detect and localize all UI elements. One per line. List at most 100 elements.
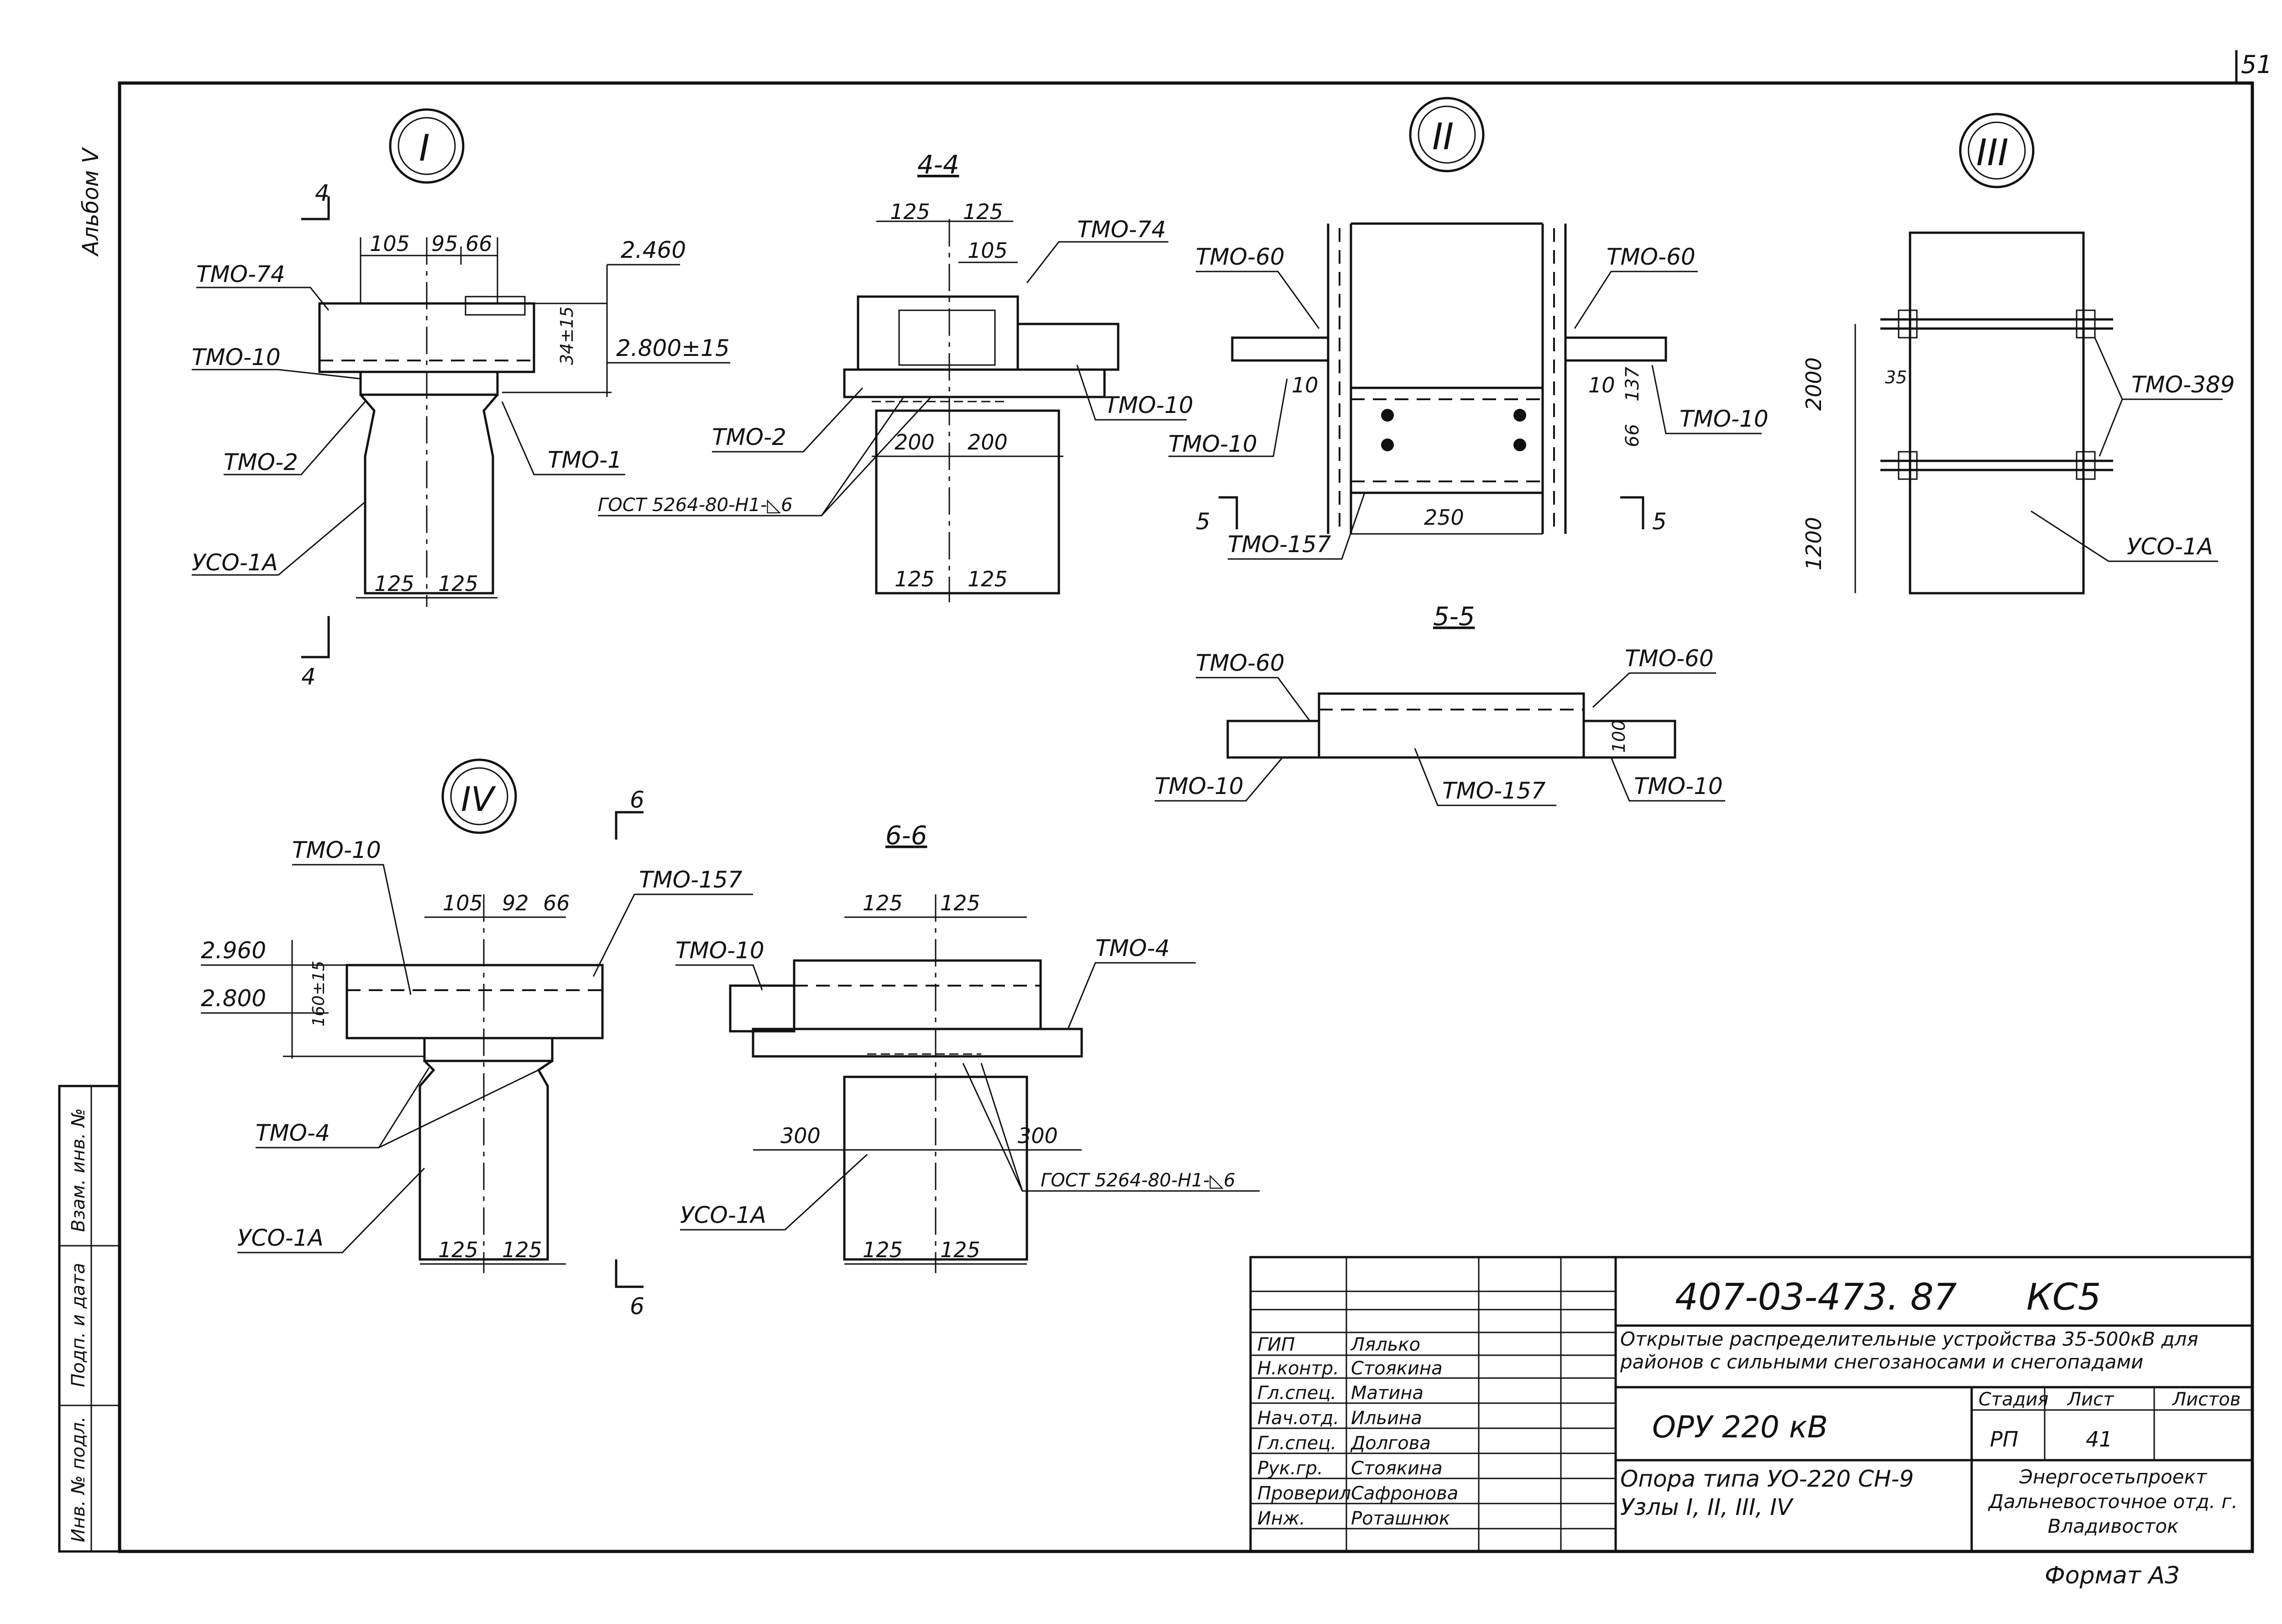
svg-text:Рук.гр.: Рук.гр. xyxy=(1257,1458,1323,1479)
svg-text:125: 125 xyxy=(374,571,414,596)
svg-text:1200: 1200 xyxy=(1801,517,1826,570)
svg-text:2000: 2000 xyxy=(1801,357,1826,411)
svg-text:125: 125 xyxy=(890,199,930,224)
svg-text:ТМО-2: ТМО-2 xyxy=(224,449,298,475)
svg-text:ТМО-10: ТМО-10 xyxy=(1168,431,1257,457)
section-6-6-plate xyxy=(752,1028,1083,1058)
node-IV-column xyxy=(419,1060,553,1261)
section-4-4-title: 4-4 xyxy=(917,150,959,180)
section-6-6-weld: ГОСТ 5264-80-Н1-◺6 xyxy=(1041,1170,1235,1191)
svg-text:125: 125 xyxy=(963,199,1003,224)
node-IV-marker-label: IV xyxy=(461,780,496,819)
svg-text:ТМО-10: ТМО-10 xyxy=(1155,773,1244,799)
svg-text:Матина: Матина xyxy=(1351,1383,1424,1404)
svg-text:ТМО-157: ТМО-157 xyxy=(1442,778,1546,804)
svg-text:250: 250 xyxy=(1424,505,1464,530)
node-I-column xyxy=(360,394,498,595)
svg-text:ТМО-10: ТМО-10 xyxy=(675,937,764,964)
svg-text:Проверил: Проверил xyxy=(1257,1483,1351,1504)
svg-text:ТМО-10: ТМО-10 xyxy=(192,344,281,371)
svg-text:5: 5 xyxy=(1652,508,1667,535)
section-5-5-title: 5-5 xyxy=(1433,602,1475,632)
album-label: Альбом V xyxy=(78,147,104,257)
svg-text:Лист: Лист xyxy=(2067,1389,2115,1410)
svg-text:ТМО-4: ТМО-4 xyxy=(1095,935,1170,961)
tb-name-0: Лялько xyxy=(1350,1334,1420,1355)
svg-text:34±15: 34±15 xyxy=(557,306,577,365)
svg-text:Стадия: Стадия xyxy=(1978,1389,2048,1410)
svg-text:Роташнюк: Роташнюк xyxy=(1351,1508,1450,1529)
section-4-4-plate xyxy=(843,368,1106,398)
node-II-marker-label: II xyxy=(1432,115,1454,158)
tb-project-title: Открытые распределительные устройства 35… xyxy=(1620,1328,2198,1373)
svg-text:125: 125 xyxy=(863,1238,903,1262)
svg-text:160±15: 160±15 xyxy=(309,961,328,1027)
svg-text:Взам. инв. №: Взам. инв. № xyxy=(68,1108,89,1232)
format-label: Формат А3 xyxy=(2045,1562,2180,1589)
svg-text:ТМО-389: ТМО-389 xyxy=(2131,371,2235,398)
svg-text:125: 125 xyxy=(438,1238,478,1262)
svg-text:100: 100 xyxy=(1609,720,1629,753)
tb-object: ОРУ 220 кВ xyxy=(1652,1410,1828,1445)
node-III-marker xyxy=(1959,113,2035,188)
svg-text:ТМО-4: ТМО-4 xyxy=(256,1120,330,1146)
svg-text:Гл.спец.: Гл.спец. xyxy=(1257,1433,1336,1454)
svg-text:Листов: Листов xyxy=(2172,1389,2240,1410)
node-III: III 2000 1200 35 ТМО-389 УСО-1А xyxy=(1801,113,2235,595)
svg-text:УСО-1А: УСО-1А xyxy=(192,549,278,576)
node-IV-elev-top: 2.960 xyxy=(201,937,266,964)
svg-text:125: 125 xyxy=(863,891,903,915)
svg-text:105: 105 xyxy=(370,231,410,256)
svg-text:ТМО-157: ТМО-157 xyxy=(1228,531,1331,558)
node-II-plate xyxy=(1350,386,1544,494)
tb-sheet: 41 xyxy=(2086,1427,2113,1452)
svg-text:ТМО-60: ТМО-60 xyxy=(1196,244,1285,270)
svg-text:4: 4 xyxy=(301,663,316,690)
section-6-6-title: 6-6 xyxy=(885,821,927,851)
drawing-frame xyxy=(118,81,2254,1553)
tb-sheet-title: Опора типа УО-220 СН-9 Узлы I, II, III, … xyxy=(1620,1466,1914,1520)
node-III-post xyxy=(1909,231,2085,595)
node-IV-marker xyxy=(441,758,517,834)
svg-text:4: 4 xyxy=(315,180,330,206)
svg-text:Стоякина: Стоякина xyxy=(1351,1458,1443,1479)
tb-mark: КС5 xyxy=(2026,1276,2101,1318)
section-4-4-weld: ГОСТ 5264-80-Н1-◺6 xyxy=(598,495,793,516)
svg-text:ТМО-60: ТМО-60 xyxy=(1196,650,1285,676)
svg-text:92: 92 xyxy=(502,891,529,915)
svg-text:35: 35 xyxy=(1885,367,1907,387)
svg-text:66: 66 xyxy=(1622,424,1643,447)
svg-text:ТМО-1: ТМО-1 xyxy=(548,447,622,473)
svg-text:6: 6 xyxy=(630,1293,644,1320)
tb-doc-code: 407-03-473. 87 xyxy=(1675,1276,1957,1318)
node-I-marker xyxy=(389,108,465,184)
node-I-label-tmo74: ТМО-74 xyxy=(196,261,285,287)
tb-stage: РП xyxy=(1990,1427,2018,1452)
svg-text:300: 300 xyxy=(780,1123,821,1148)
svg-text:ТМО-10: ТМО-10 xyxy=(1104,392,1193,418)
svg-text:5: 5 xyxy=(1196,508,1210,535)
tb-role-0: ГИП xyxy=(1257,1334,1295,1355)
svg-text:ТМО-157: ТМО-157 xyxy=(639,867,743,893)
sheet-number: 51 xyxy=(2241,50,2272,79)
svg-text:Ильина: Ильина xyxy=(1351,1408,1422,1429)
node-I-elev-top: 2.460 xyxy=(621,237,686,263)
svg-text:Гл.спец.: Гл.спец. xyxy=(1257,1383,1336,1404)
node-I-elev-bottom: 2.800±15 xyxy=(616,335,730,361)
node-II-marker xyxy=(1409,97,1485,172)
svg-text:10: 10 xyxy=(1292,373,1319,397)
tb-organization: Энергосетьпроект Дальневосточное отд. г.… xyxy=(1989,1466,2238,1537)
node-IV-elev-bottom: 2.800 xyxy=(201,985,266,1012)
svg-text:ТМО-2: ТМО-2 xyxy=(712,424,786,450)
section-4-4: 4-4 125 125 105 ТМО-74 ТМО-10 ТМО-2 200 … xyxy=(598,150,1193,602)
svg-text:125: 125 xyxy=(940,1238,980,1262)
title-block: ГИП Лялько Н.контр. Стоякина Гл.спец. Ма… xyxy=(1249,1256,2254,1553)
svg-text:ТМО-10: ТМО-10 xyxy=(1634,773,1723,799)
svg-text:ТМО-10: ТМО-10 xyxy=(1680,406,1769,432)
svg-text:Подп. и дата: Подп. и дата xyxy=(68,1263,89,1387)
svg-text:125: 125 xyxy=(968,567,1008,591)
section-5-5: 5-5 ТМО-60 ТМО-60 ТМО-10 ТМО-157 ТМО-10 … xyxy=(1155,602,1725,806)
node-IV: IV 6 6 105 92 66 ТМО-10 ТМО-157 2.960 2.… xyxy=(201,758,753,1320)
svg-text:200: 200 xyxy=(968,430,1008,454)
